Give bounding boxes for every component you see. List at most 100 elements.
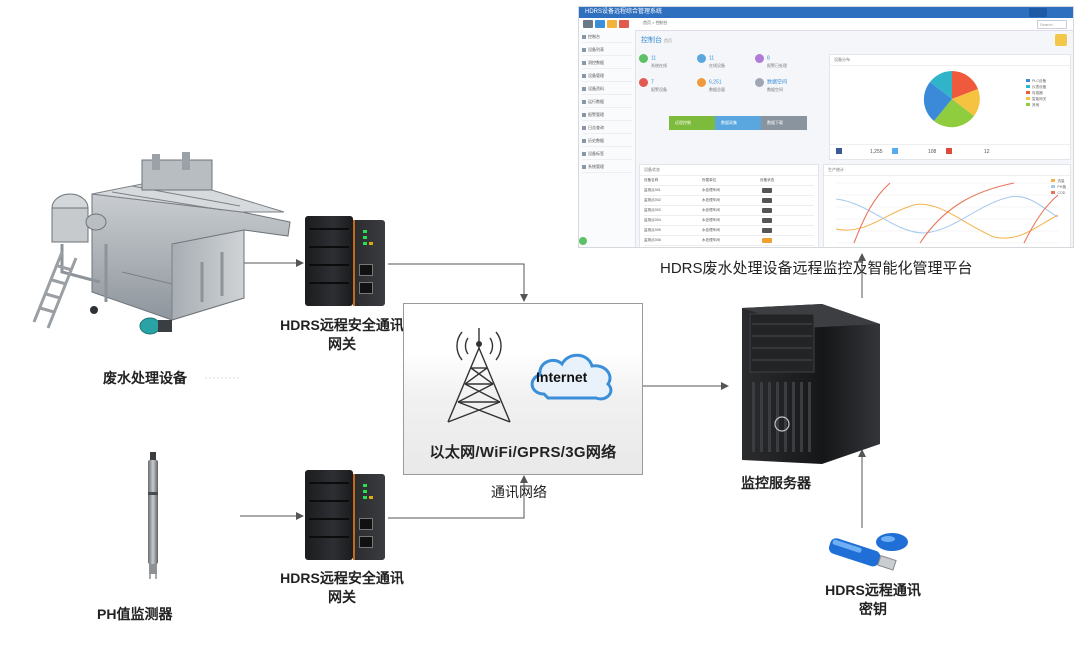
stat-icon bbox=[697, 78, 706, 87]
usb-key-image bbox=[828, 533, 908, 571]
sidebar-item[interactable]: 测控数据 bbox=[582, 58, 632, 69]
sidebar-item[interactable]: 运行数据 bbox=[582, 97, 632, 108]
edit-icon bbox=[595, 20, 605, 28]
table-cell: 水处理车间 bbox=[702, 228, 720, 232]
stat-value: 8 bbox=[767, 55, 770, 62]
table-header-cell: 设备名称 bbox=[644, 178, 659, 182]
production-chart-title: 生产统计 bbox=[824, 165, 1070, 176]
status-button[interactable] bbox=[762, 188, 772, 193]
sidebar-item[interactable]: 设备资料 bbox=[582, 84, 632, 95]
table-header-cell: 所属单位 bbox=[702, 178, 717, 182]
server-logo-icon bbox=[774, 416, 790, 432]
line-series-3 bbox=[853, 182, 1059, 244]
sidebar-item[interactable]: 日志查询 bbox=[582, 123, 632, 134]
counter-1: 1,255 bbox=[870, 149, 883, 155]
sidebar-item[interactable]: 设备标签 bbox=[582, 149, 632, 160]
pie-legend-item: 传感器 bbox=[1026, 91, 1046, 97]
ph-monitor-label: PH值监测器 bbox=[97, 606, 173, 622]
table-cell: 监测点003 bbox=[644, 208, 661, 212]
status-button[interactable] bbox=[762, 238, 772, 243]
pie-slice-4 bbox=[923, 82, 952, 121]
pie-slice-3 bbox=[934, 99, 974, 128]
sidebar-item[interactable]: 报警管理 bbox=[582, 110, 632, 121]
pie-slice-1 bbox=[952, 71, 978, 99]
line-legend-item: PH值 bbox=[1051, 185, 1066, 191]
user-avatar bbox=[1029, 8, 1047, 17]
action-button[interactable]: 远程控制 bbox=[669, 116, 715, 130]
gateway-bottom-label: HDRS远程安全通讯 网关 bbox=[262, 569, 422, 607]
facebook-icon bbox=[836, 148, 842, 154]
sidebar-item[interactable]: 设备管理 bbox=[582, 71, 632, 82]
wastewater-equipment-label: 废水处理设备 bbox=[103, 370, 187, 386]
table-row: 监测点006 水处理车间 bbox=[644, 236, 814, 246]
line-series-1 bbox=[835, 203, 1059, 239]
status-button[interactable] bbox=[762, 198, 772, 203]
stat-value: 11 bbox=[709, 55, 715, 62]
counter-3: 12 bbox=[984, 149, 990, 155]
table-header: 设备名称所属单位设备状态 bbox=[644, 176, 814, 186]
stat-item: 数据空间数据空间 bbox=[755, 78, 787, 93]
table-cell: 水处理车间 bbox=[702, 188, 720, 192]
stat-value: 数据空间 bbox=[767, 79, 788, 86]
menu-toggle-icon bbox=[583, 20, 593, 28]
breadcrumb-current: 控制台 bbox=[655, 20, 668, 25]
key-label: HDRS远程通讯 密钥 bbox=[818, 581, 928, 619]
table-cell: 水处理车间 bbox=[702, 238, 720, 242]
stat-label: 在线设备 bbox=[709, 63, 725, 68]
gateway-bottom-label-line1: HDRS远程安全通讯 bbox=[280, 570, 404, 586]
table-cell: 监测点005 bbox=[644, 228, 661, 232]
gateway-top-label-line1: HDRS远程安全通讯 bbox=[280, 317, 404, 333]
sidebar-item[interactable]: 系统管理 bbox=[582, 162, 632, 173]
dashboard-header: HDRS设备远程综合管理系统 bbox=[579, 7, 1073, 18]
dashboard-window-title: HDRS设备远程综合管理系统 bbox=[585, 9, 663, 15]
table-cell: 监测点006 bbox=[644, 238, 661, 242]
gateway-bottom-label-line2: 网关 bbox=[328, 589, 356, 605]
platform-caption: HDRS废水处理设备远程监控及智能化管理平台 bbox=[660, 260, 973, 277]
status-button[interactable] bbox=[762, 218, 772, 223]
cell-tower-icon bbox=[447, 328, 511, 423]
ph-probe-image bbox=[148, 452, 158, 579]
sidebar-item[interactable]: 历史数据 bbox=[582, 136, 632, 147]
dashboard-page-title: 控制台 首页 bbox=[641, 37, 672, 44]
stat-value: 11 bbox=[651, 55, 657, 62]
status-button[interactable] bbox=[762, 228, 772, 233]
device-status-title: 设备状态 bbox=[640, 165, 818, 176]
breadcrumb-home: 首页 bbox=[643, 20, 651, 25]
stat-label: 报警已处理 bbox=[767, 63, 787, 68]
action-button[interactable]: 数据下载 bbox=[761, 116, 807, 130]
dashboard-search-input: Search bbox=[1037, 20, 1067, 29]
stat-label: 报警设备 bbox=[651, 87, 667, 92]
online-indicator bbox=[579, 237, 587, 245]
status-button[interactable] bbox=[762, 208, 772, 213]
google-icon bbox=[946, 148, 952, 154]
pie-chart-panel: 设备分布 PLC设备仪表设备传感器智能网关其他 1,255 108 12 bbox=[829, 54, 1071, 160]
action-button[interactable]: 数据采集 bbox=[715, 116, 761, 130]
stat-icon bbox=[755, 78, 764, 87]
sidebar-item[interactable]: 设备列表 bbox=[582, 45, 632, 56]
sidebar-item[interactable]: 控制台 bbox=[582, 32, 632, 43]
platform-dashboard-screenshot: HDRS设备远程综合管理系统 首页 > 控制台 Search 控制台设备列表测控… bbox=[578, 6, 1074, 248]
arrow-gateway-to-network bbox=[388, 263, 528, 302]
table-cell: 水处理车间 bbox=[702, 198, 720, 202]
stat-icon bbox=[697, 54, 706, 63]
pie-legend-item: 智能网关 bbox=[1026, 97, 1046, 103]
stat-icon bbox=[639, 78, 648, 87]
stat-label: 数据总量 bbox=[709, 87, 725, 92]
arrow-gateway2-to-network bbox=[388, 475, 528, 519]
bell-icon bbox=[607, 20, 617, 28]
gateway-top-label-line2: 网关 bbox=[328, 336, 356, 352]
production-line-chart bbox=[835, 182, 1059, 244]
line-series-2 bbox=[835, 195, 1059, 234]
stat-icon bbox=[639, 54, 648, 63]
